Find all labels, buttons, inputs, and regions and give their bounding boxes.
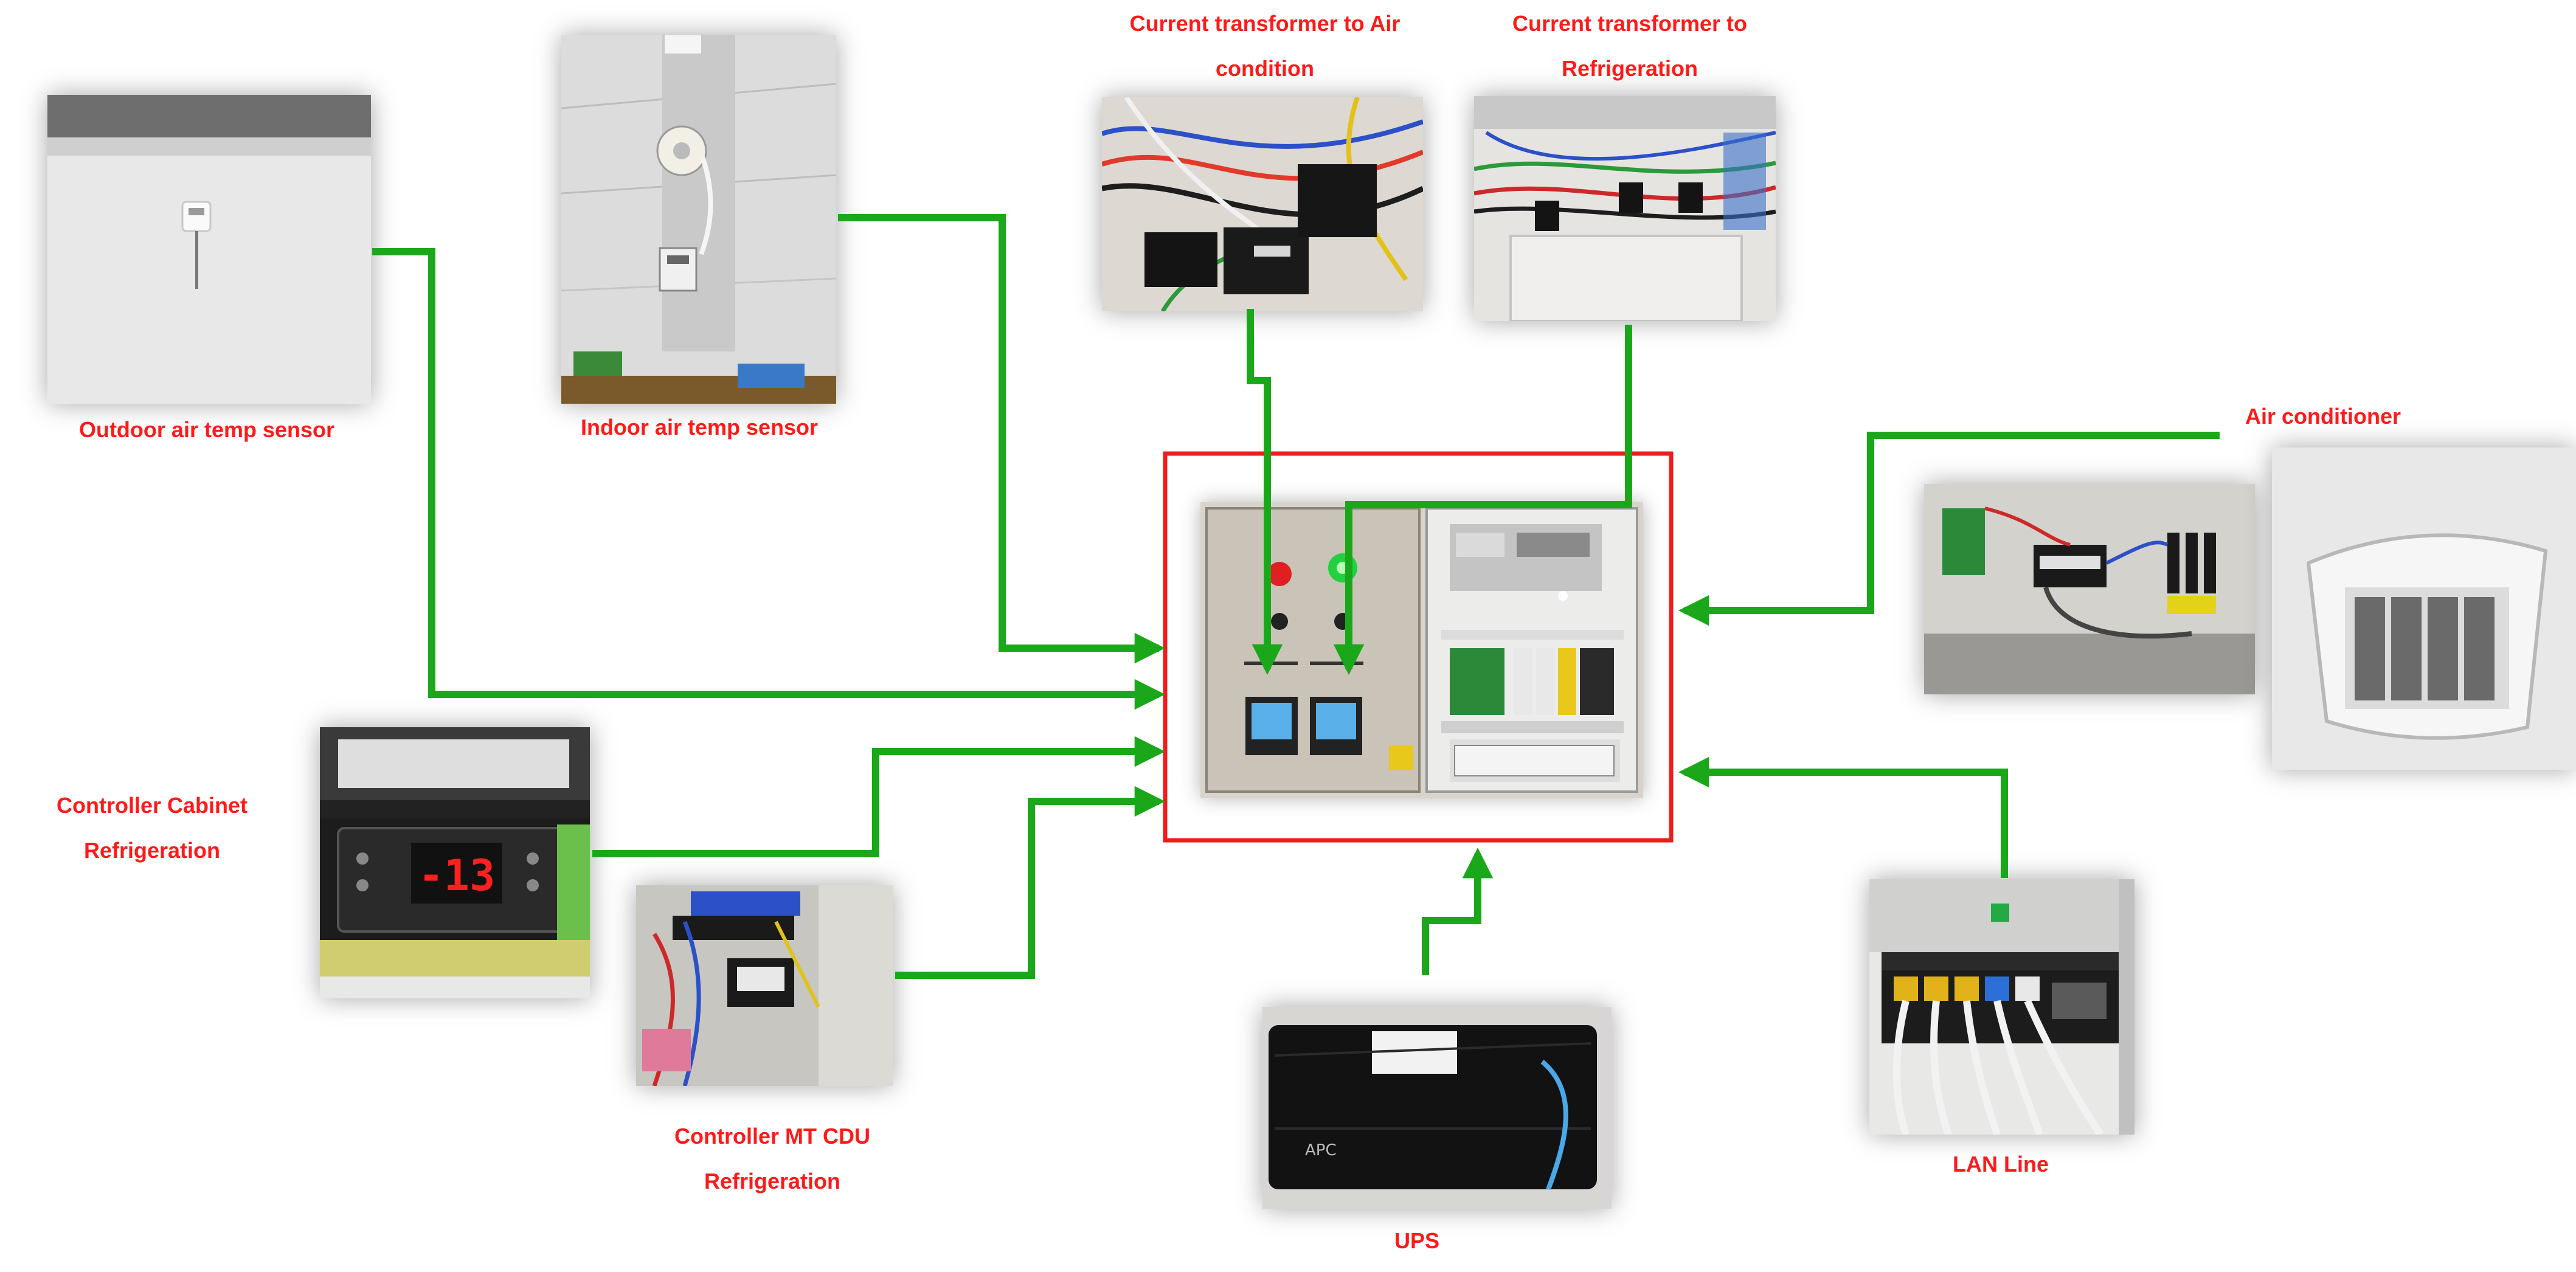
air-conditioner-photo bbox=[2272, 448, 2576, 770]
outdoor-sensor-photo bbox=[47, 95, 371, 404]
lan-photo bbox=[1869, 879, 2135, 1135]
label-controller-mt: Controller MT CDU Refrigeration bbox=[674, 1124, 870, 1194]
connector-controller-mt bbox=[895, 786, 1166, 979]
connector-outdoor bbox=[372, 248, 1166, 710]
connector-ups bbox=[1422, 847, 1494, 975]
label-air-conditioner: Air conditioner bbox=[2245, 404, 2401, 429]
label-ups: UPS bbox=[1394, 1228, 1440, 1253]
controller-display: -13 bbox=[418, 851, 495, 900]
ct-refrig-photo bbox=[1474, 96, 1776, 321]
indoor-sensor-photo bbox=[561, 35, 836, 404]
label-controller-cabinet: Controller Cabinet Refrigeration bbox=[56, 793, 248, 863]
ups-photo: APC bbox=[1262, 1007, 1612, 1209]
svg-text:APC: APC bbox=[1305, 1141, 1337, 1160]
controller-mt-cdu-photo bbox=[636, 885, 893, 1086]
central-box bbox=[1163, 451, 1674, 843]
ct-air-photo bbox=[1102, 97, 1423, 311]
label-outdoor-sensor: Outdoor air temp sensor bbox=[78, 417, 335, 442]
label-ct-air: Current transformer to Air condition bbox=[1129, 11, 1401, 81]
label-indoor-sensor: Indoor air temp sensor bbox=[580, 415, 819, 440]
connector-air-conditioner bbox=[1678, 432, 2220, 626]
connector-ct-refrig bbox=[1333, 325, 1632, 676]
controller-cabinet-photo: -13 bbox=[320, 727, 590, 998]
label-lan: LAN Line bbox=[1953, 1152, 2049, 1177]
connector-lan bbox=[1678, 756, 2008, 878]
connector-indoor bbox=[838, 214, 1166, 664]
connector-ct-air bbox=[1247, 309, 1283, 676]
label-ct-refrig: Current transformer to Refrigeration bbox=[1512, 11, 1748, 81]
air-conditioner-wiring-photo bbox=[1924, 484, 2255, 694]
connector-controller-cabinet bbox=[592, 736, 1166, 857]
